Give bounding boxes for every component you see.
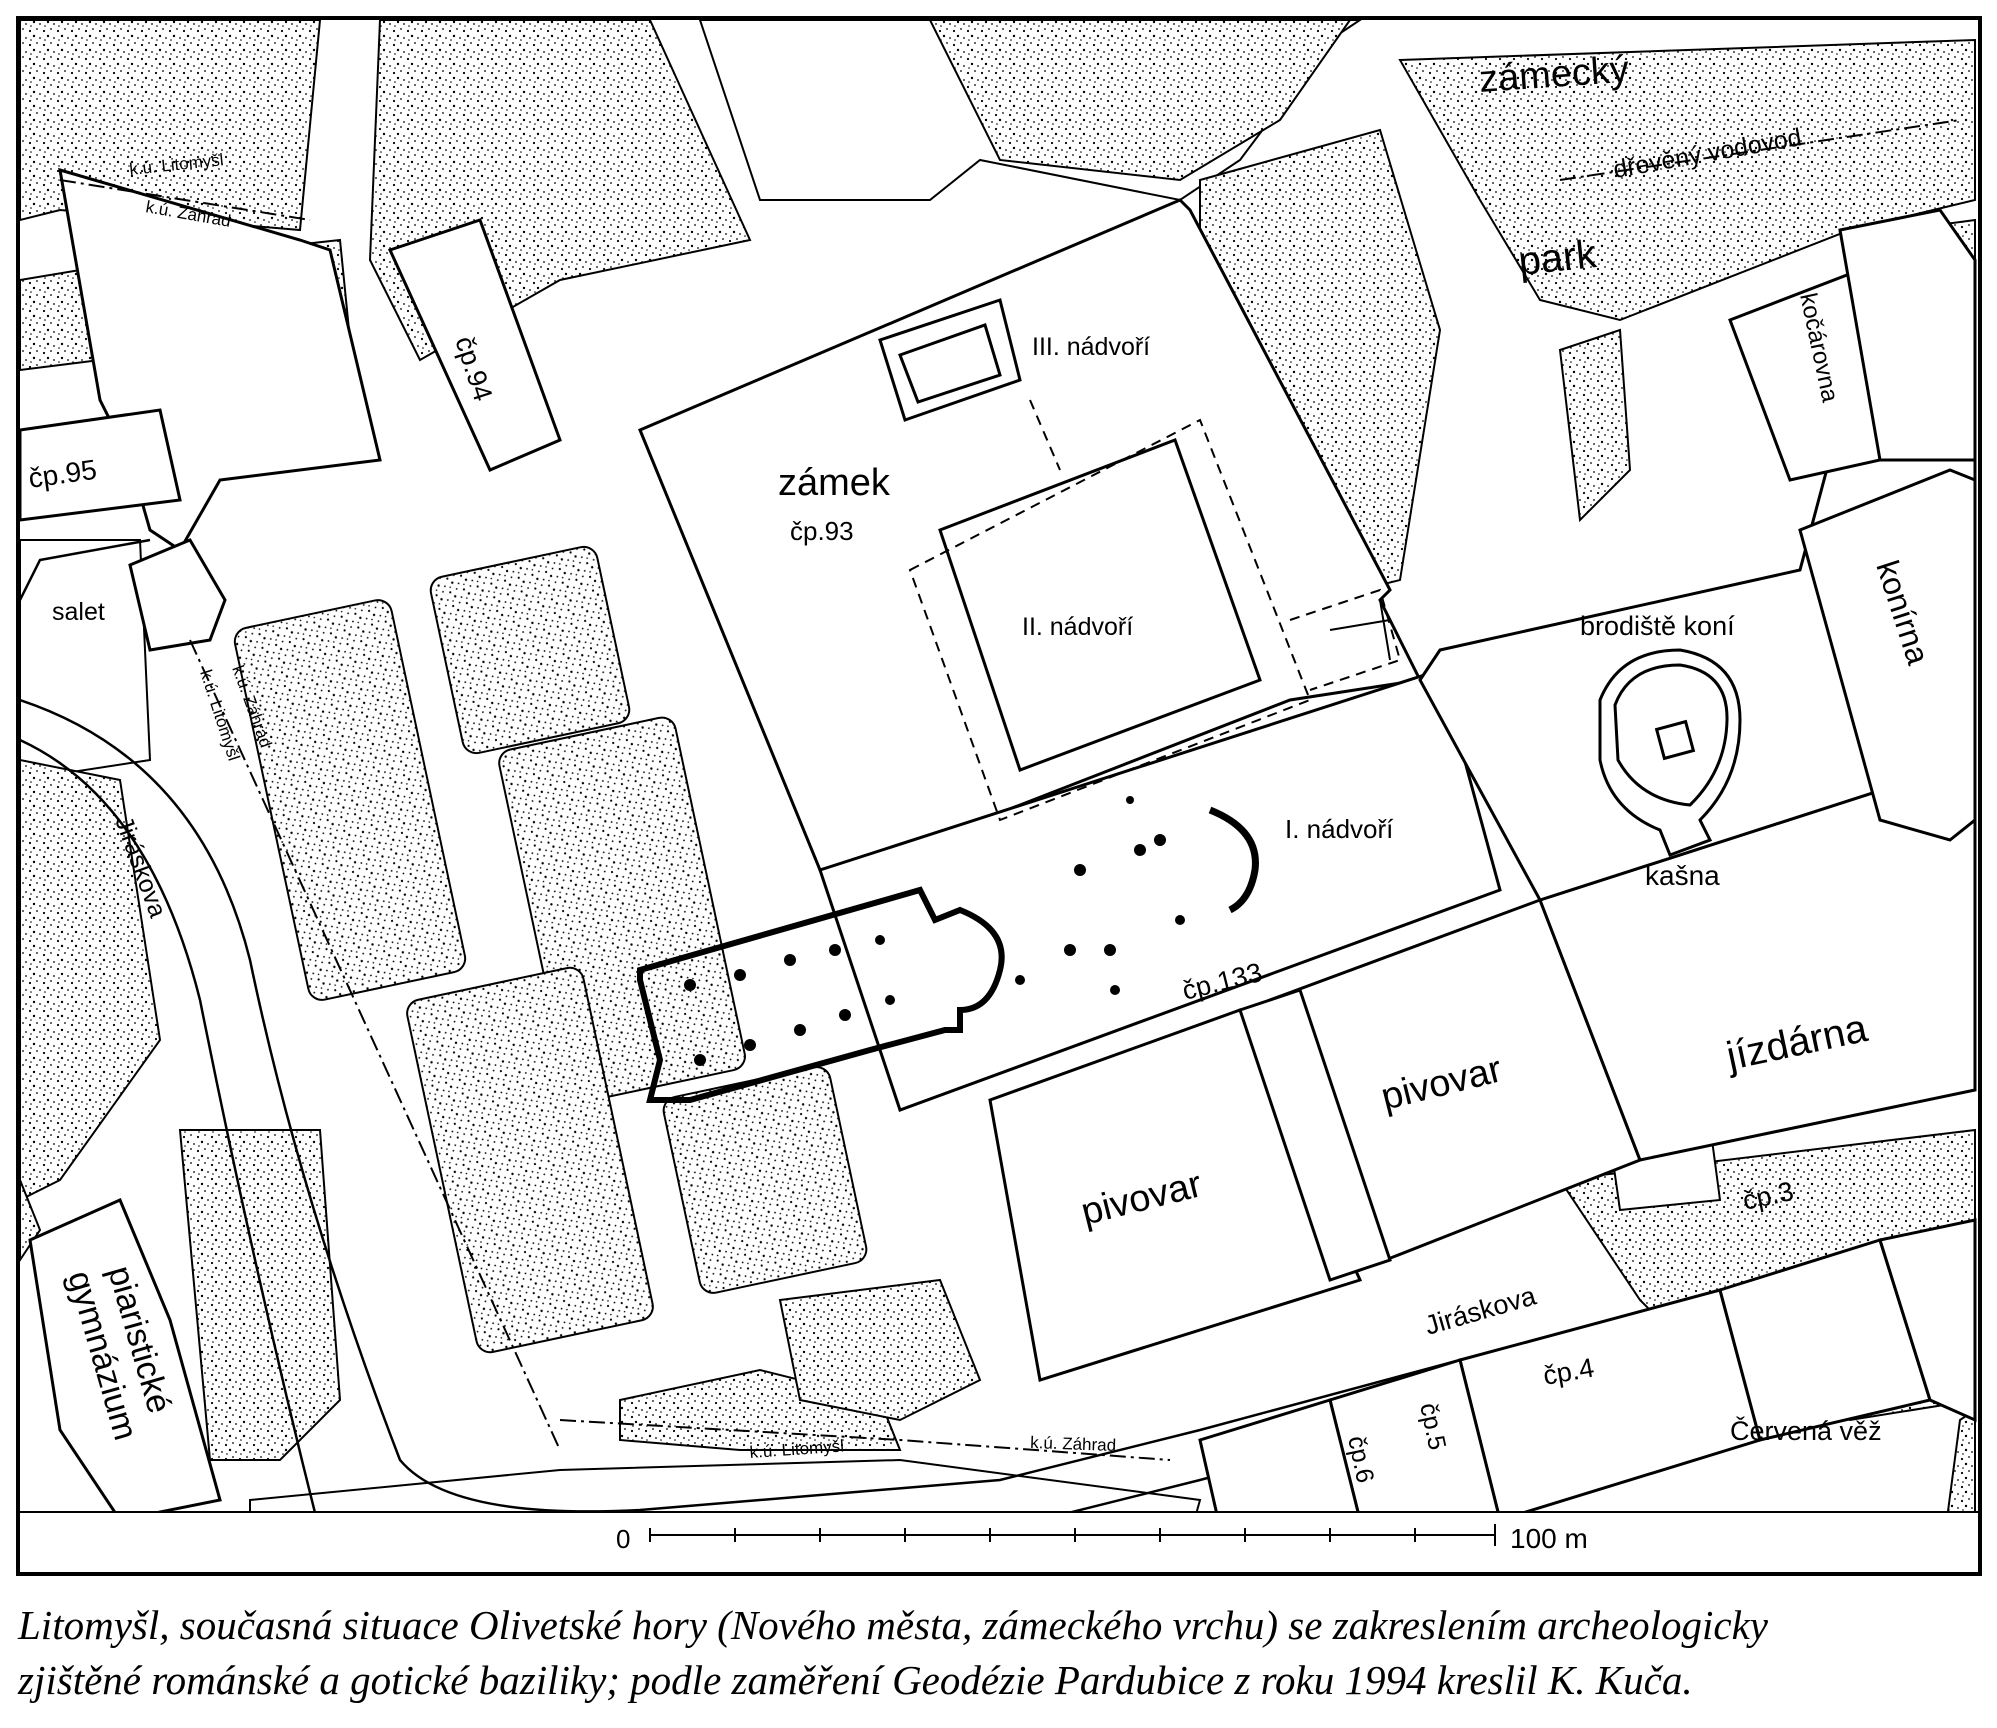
label-park: park <box>1516 232 1599 284</box>
scale-bar <box>649 1524 1496 1546</box>
second-courtyard <box>908 399 1402 822</box>
scale-end-label: 100 m <box>1510 1523 1588 1554</box>
basilica-outline <box>637 806 1259 1103</box>
label-brodiste: brodiště koní <box>1580 611 1735 641</box>
label-nadvori2: II. nádvoří <box>1022 613 1133 641</box>
label-salet: salet <box>52 598 105 626</box>
label-cp93: čp.93 <box>790 516 854 546</box>
caption-line-1: Litomyšl, současná situace Olivetské hor… <box>18 1602 1768 1648</box>
label-jiraskova-bottom: Jiráskova <box>1421 1280 1540 1341</box>
label-cervena-vez: Červená věž <box>1730 1415 1882 1446</box>
basilica-pillars <box>684 796 1185 1066</box>
fountain-icon <box>1598 648 1742 857</box>
cadastral-boundaries <box>59 119 1961 1461</box>
label-zamecky: zámecký <box>1478 49 1630 101</box>
label-kasna: kašna <box>1645 860 1720 891</box>
figure-caption: Litomyšl, současná situace Olivetské hor… <box>18 1598 1978 1708</box>
label-nadvori1: I. nádvoří <box>1285 814 1394 844</box>
label-zamek: zámek <box>778 462 891 504</box>
label-ku-zahrad-bottom: k.ú. Záhrad <box>1030 1433 1117 1455</box>
caption-line-2: zjištěné románské a gotické baziliky; po… <box>18 1657 1693 1703</box>
scale-start-label: 0 <box>616 1524 630 1554</box>
map-content <box>20 20 1977 1572</box>
label-nadvori3: III. nádvoří <box>1032 333 1150 361</box>
